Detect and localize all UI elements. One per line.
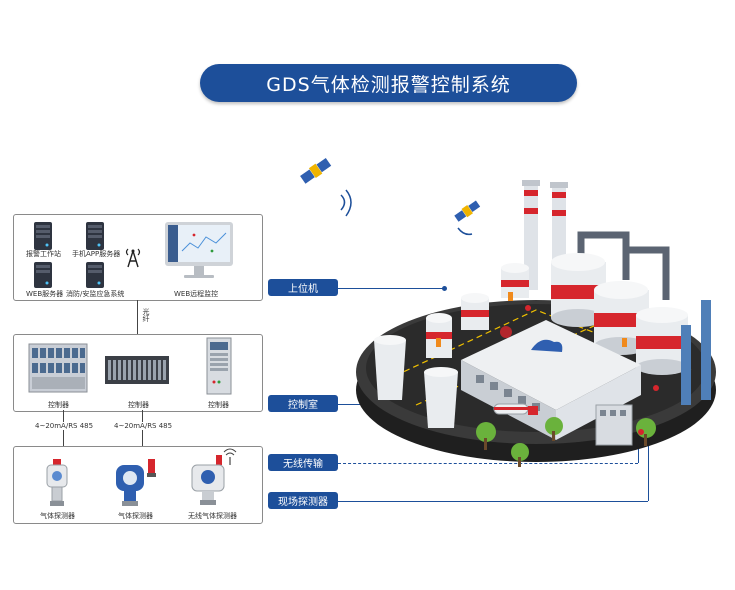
antenna-icon [125, 248, 141, 268]
web-monitor-label: WEB远程监控 [174, 290, 219, 298]
worker-icon [622, 338, 627, 347]
worker-icon [436, 338, 441, 347]
connector-line [648, 430, 649, 501]
distillation-column-icon [681, 300, 711, 405]
detector-marker [525, 305, 531, 311]
chimney-icon [522, 180, 540, 290]
tag-field-detector: 现场探测器 [268, 492, 338, 509]
wireless-detector-label: 无线气体探测器 [188, 512, 237, 520]
tree-icon [545, 417, 563, 441]
fiber-link-line [137, 300, 138, 334]
monitor-icon [165, 222, 233, 278]
satellite-icon [299, 157, 333, 185]
storage-tank-icon [461, 293, 489, 330]
storage-tank-icon [501, 263, 529, 298]
gas-detector-label: 气体探测器 [40, 512, 75, 520]
storage-tank-icon [636, 307, 688, 375]
detector-panel: 气体探测器 气体探测器 无线气体探测器 [13, 446, 263, 524]
industrial-plant-illustration [299, 157, 716, 467]
controller-cabinet-icon [28, 343, 88, 393]
gas-detector-icon [46, 459, 68, 506]
tree-icon [511, 443, 529, 467]
tree-icon [476, 422, 496, 450]
app-server-label: 手机APP服务器 [72, 250, 121, 258]
storage-tank-icon [426, 313, 452, 358]
wireless-gas-detector-icon [191, 448, 237, 505]
tag-upper-computer: 上位机 [268, 279, 338, 296]
gas-detector-icon [116, 459, 156, 506]
connector-dot [442, 286, 447, 291]
controller-label: 控制器 [208, 401, 229, 409]
bus-label: 4~20mA/RS 485 [113, 422, 174, 430]
cooling-tower-icon [424, 367, 458, 428]
connector-line [338, 463, 638, 464]
bus-label: 4~20mA/RS 485 [34, 422, 95, 430]
satellite-icon [453, 199, 481, 223]
controller-tower-icon [206, 337, 232, 395]
tanker-truck-icon [493, 403, 538, 415]
controller-label: 控制器 [128, 401, 149, 409]
web-server-label: WEB服务器 [26, 290, 64, 298]
server-icon [86, 222, 104, 250]
tag-wireless: 无线传输 [268, 454, 338, 471]
upper-computer-panel: 报警工作站 手机APP服务器 WEB服务器 消防/安监应急系统 WEB远程监控 [13, 214, 263, 301]
server-icon [34, 262, 52, 288]
substation-icon [595, 404, 633, 446]
page-title: GDS气体检测报警控制系统 [200, 64, 577, 102]
gas-detector-label: 气体探测器 [118, 512, 153, 520]
detector-marker [653, 385, 659, 391]
workstation-label: 报警工作站 [26, 250, 61, 258]
worker-icon [508, 292, 513, 301]
control-room-building [461, 320, 641, 440]
controller-label: 控制器 [48, 401, 69, 409]
connector-line [338, 501, 648, 502]
cooling-tower-icon [374, 335, 406, 400]
server-icon [34, 222, 52, 250]
tag-control-room: 控制室 [268, 395, 338, 412]
controller-rack-icon [105, 356, 169, 384]
connector-line [338, 288, 443, 289]
server-icon [86, 262, 104, 288]
control-room-panel: 控制器 控制器 控制器 [13, 334, 263, 412]
detector-marker [638, 429, 644, 435]
fiber-link-label: 光纤 [142, 308, 150, 322]
emergency-system-label: 消防/安监应急系统 [66, 290, 125, 298]
